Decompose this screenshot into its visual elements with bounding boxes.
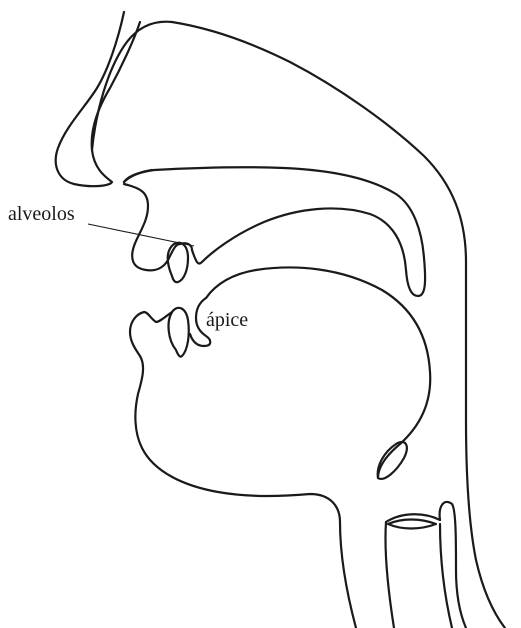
epiglottis (378, 442, 407, 479)
tongue-surface (206, 267, 430, 478)
label-alveolos: alveolos (8, 203, 75, 225)
nasal-cavity-outline (92, 22, 505, 628)
lower-lip-chin (130, 312, 356, 628)
roof-of-mouth (124, 167, 425, 296)
lower-tooth (169, 308, 189, 357)
alveolos-leader-line (88, 224, 194, 246)
palate-outline (124, 184, 180, 270)
larynx-front-wall (385, 522, 394, 628)
larynx-back-wall (440, 502, 466, 628)
vocal-folds (388, 520, 436, 529)
nose-outline (56, 12, 140, 186)
label-apice: ápice (206, 309, 248, 331)
upper-tooth (168, 243, 188, 282)
esophagus-wall (440, 524, 452, 628)
